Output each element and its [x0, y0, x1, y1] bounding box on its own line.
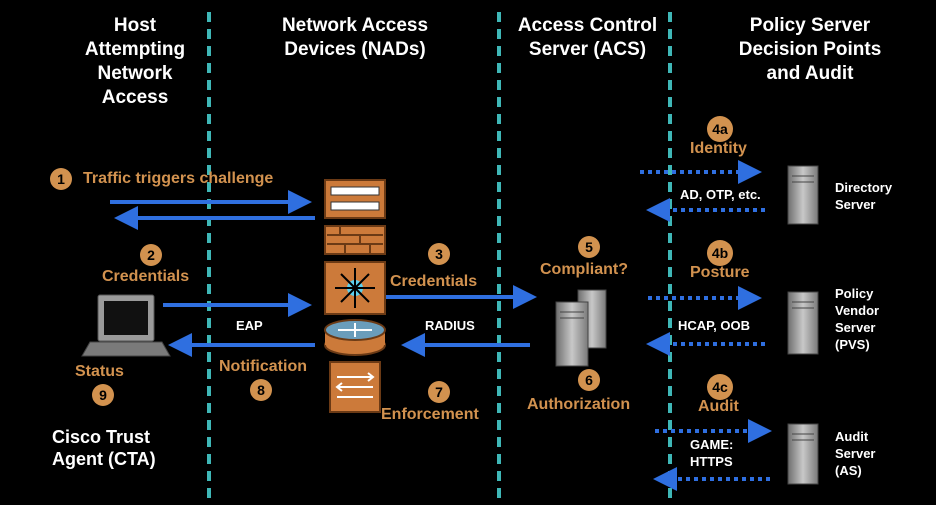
- laptop-icon: [81, 294, 171, 357]
- router-icon: [324, 319, 386, 356]
- step-2-label: Credentials: [102, 268, 190, 285]
- step-9-label: Status: [75, 363, 124, 380]
- step-7-badge: 7: [428, 381, 450, 403]
- audit-server-icon: [787, 423, 819, 485]
- audit-server-label: Audit Server (AS): [835, 429, 876, 478]
- header-policy-server: Policy Server Decision Points and Audit: [738, 15, 882, 84]
- step-4c-badge: 4c: [707, 374, 733, 400]
- step-6-badge: 6: [578, 369, 600, 391]
- step-4c-label: Audit: [698, 398, 739, 415]
- step-4a-label: Identity: [690, 140, 747, 157]
- step-5-label: Compliant?: [540, 261, 628, 278]
- step-9-badge: 9: [92, 384, 114, 406]
- directory-server-icon: [787, 165, 819, 225]
- step-1-label: Traffic triggers challenge: [83, 170, 274, 187]
- vpn-concentrator-icon: [329, 361, 381, 413]
- header-acs: Access Control Server (ACS): [517, 15, 658, 60]
- step-3-label: Credentials: [390, 273, 478, 290]
- step-8-badge: 8: [250, 379, 272, 401]
- directory-server-label: Directory Server: [835, 180, 893, 212]
- column-dividers: [207, 12, 672, 500]
- step-8-label: Notification: [219, 358, 307, 375]
- policy-arrows: [640, 160, 772, 491]
- header-host: Host Attempting Network Access: [84, 15, 186, 108]
- ad-otp-label: AD, OTP, etc.: [680, 187, 761, 202]
- firewall-icon: [324, 225, 386, 255]
- step-7-label: Enforcement: [381, 406, 479, 423]
- step-4b-label: Posture: [690, 264, 750, 281]
- step-5-badge: 5: [578, 236, 600, 258]
- step-3-badge: 3: [428, 243, 450, 265]
- step-4a-badge: 4a: [707, 116, 733, 142]
- pvs-server-icon: [787, 291, 819, 355]
- step-2-badge: 2: [140, 244, 162, 266]
- switch-icon: [324, 179, 386, 219]
- flow-arrows: [110, 190, 537, 357]
- header-nads: Network Access Devices (NADs): [281, 15, 429, 60]
- game-https-label: GAME: HTTPS: [690, 437, 734, 469]
- step-1-badge: 1: [50, 168, 72, 190]
- hcap-oob-label: HCAP, OOB: [678, 318, 750, 333]
- radius-label: RADIUS: [425, 318, 475, 333]
- step-4b-badge: 4b: [707, 240, 733, 266]
- pvs-server-label: Policy Vendor Server (PVS): [835, 286, 880, 352]
- step-6-label: Authorization: [527, 396, 631, 413]
- eap-label: EAP: [236, 318, 263, 333]
- hub-icon: [324, 261, 386, 315]
- acs-server-icon: [555, 289, 607, 367]
- cisco-trust-agent-label: Cisco Trust Agent (CTA): [52, 427, 156, 469]
